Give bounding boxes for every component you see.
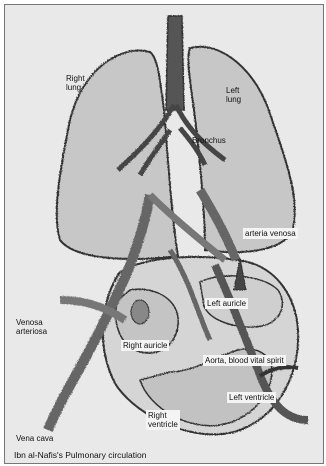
trachea-shape bbox=[166, 16, 184, 110]
right-auricle-mark bbox=[131, 300, 149, 324]
label-right-auricle: Right auricle bbox=[121, 340, 169, 351]
label-bronchus: Bronchus bbox=[192, 136, 226, 145]
label-right-lung: Right lung bbox=[66, 74, 85, 92]
label-left-ventricle: Left ventricle bbox=[227, 392, 276, 403]
label-aorta: Aorta, blood vital spirit bbox=[203, 355, 286, 366]
label-venosa-arteriosa: Venosa arteriosa bbox=[16, 318, 47, 336]
label-arteria-venosa: arteria venosa bbox=[243, 228, 298, 239]
label-vena-cava: Vena cava bbox=[16, 434, 53, 443]
label-left-auricle: Left auricle bbox=[205, 298, 248, 309]
left-lung-shape bbox=[188, 47, 294, 252]
figure-caption: Ibn al-Nafis's Pulmonary circulation bbox=[14, 451, 146, 460]
label-left-lung: Left lung bbox=[226, 86, 241, 104]
label-right-ventricle: Right ventricle bbox=[146, 410, 180, 430]
